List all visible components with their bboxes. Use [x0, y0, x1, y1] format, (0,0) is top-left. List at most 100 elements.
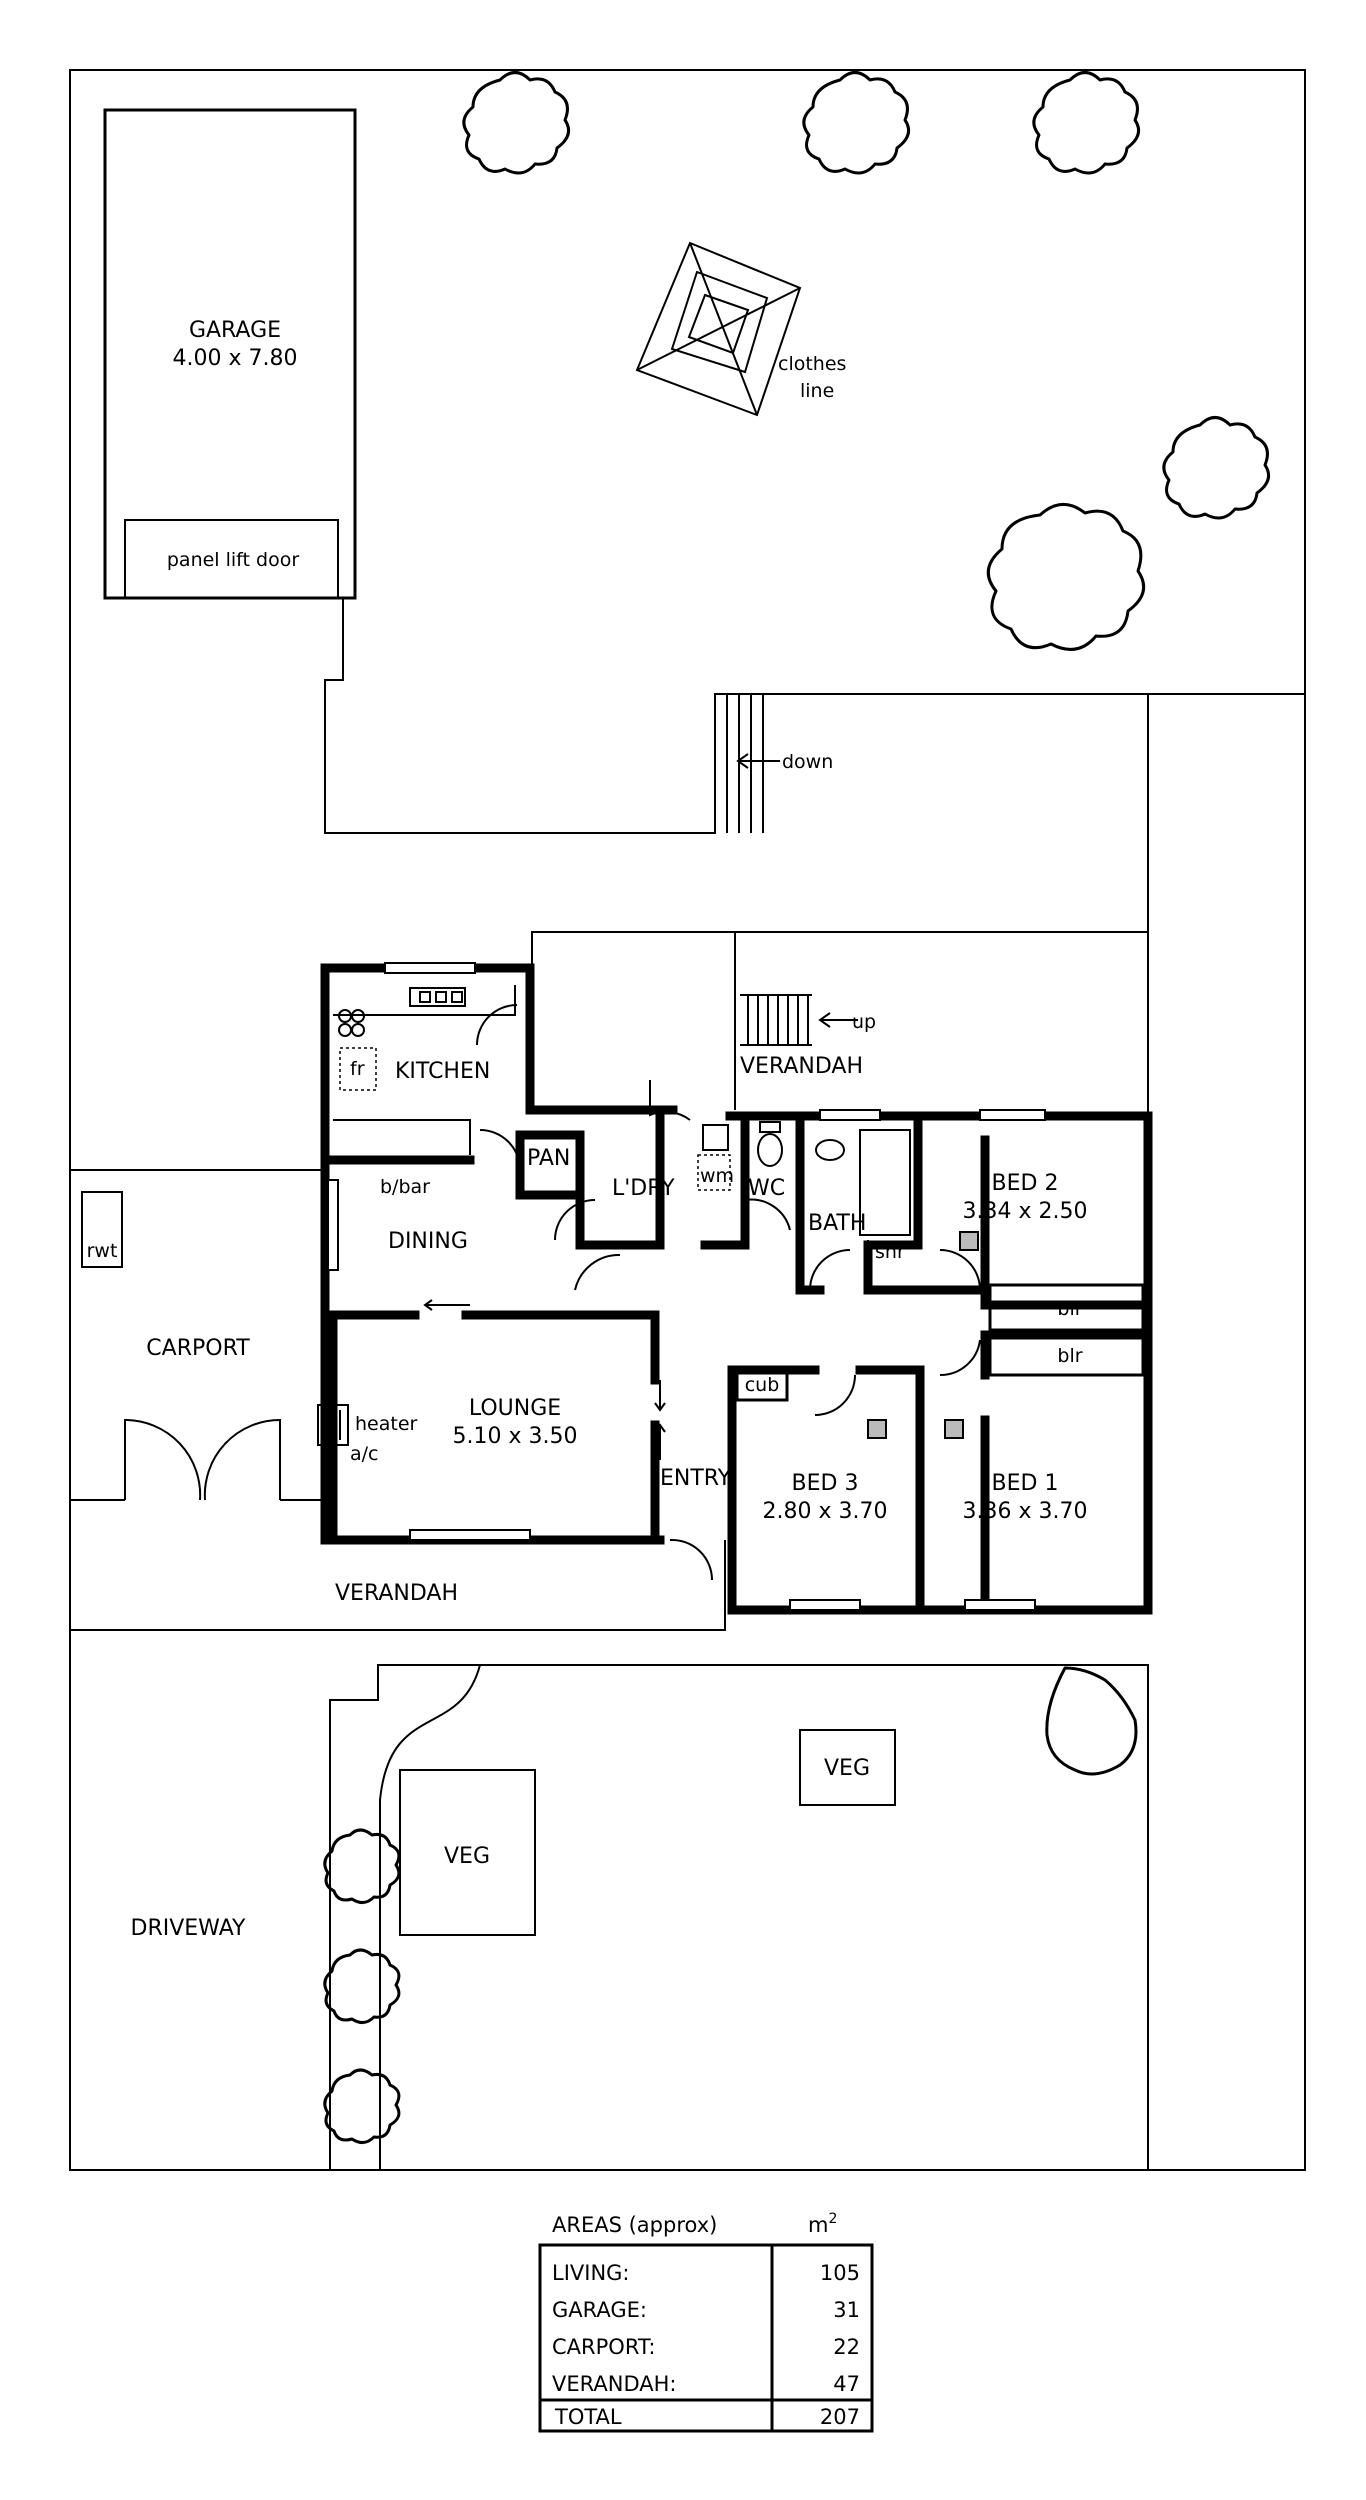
- wm-label: wm: [700, 1165, 734, 1187]
- door-swing-bed1: [939, 1339, 981, 1377]
- blr-label-2: blr: [1057, 1345, 1082, 1367]
- shr-label: shr: [875, 1241, 905, 1263]
- door-swing-entry: [669, 1538, 714, 1581]
- tree-icon: [462, 71, 571, 175]
- bed1-size: 3.36 x 3.70: [963, 1499, 1088, 1524]
- bed1-label: BED 1: [992, 1471, 1059, 1496]
- door-swing-pan: [479, 1129, 521, 1171]
- door-swing-bed3: [814, 1374, 856, 1416]
- areas-row-label: VERANDAH:: [552, 2372, 676, 2396]
- kitchen-fittings: [333, 985, 516, 1155]
- tree-icon: [323, 1828, 401, 1904]
- blr-label-1: blr: [1057, 1298, 1082, 1320]
- driveway-label: DRIVEWAY: [131, 1916, 247, 1941]
- carport-label: CARPORT: [146, 1336, 250, 1361]
- site-boundary: [69, 69, 1306, 2171]
- garage: GARAGE 4.00 x 7.80 panel lift door: [103, 108, 357, 600]
- veg-bed-1: [399, 1769, 536, 1936]
- clothes-line-label-2: line: [800, 380, 834, 402]
- bath-label: BATH: [808, 1211, 866, 1236]
- bed2-size: 3.34 x 2.50: [963, 1199, 1088, 1224]
- heater-label: heater: [355, 1413, 418, 1435]
- tree-icon: [323, 2068, 401, 2144]
- clothes-line-label-1: clothes: [778, 353, 846, 375]
- areas-row-value: 31: [833, 2298, 860, 2322]
- laundry-tub: [702, 1124, 729, 1151]
- up-label: up: [852, 1011, 876, 1033]
- door-swing-ldry2: [554, 1199, 596, 1241]
- areas-row-value: 47: [833, 2372, 860, 2396]
- heater-bed2: [959, 1231, 979, 1251]
- veg-bed-2: [799, 1729, 896, 1806]
- panel-lift-door-label: panel lift door: [167, 549, 299, 571]
- areas-total-label: TOTAL: [554, 2405, 622, 2429]
- cub-cupboard: [735, 1368, 789, 1402]
- front-path-curve: [379, 1664, 481, 2170]
- washing-machine: [697, 1154, 731, 1191]
- areas-row-label: CARPORT:: [552, 2335, 655, 2359]
- areas-row-value: 22: [833, 2335, 860, 2359]
- ac-label: a/c: [350, 1443, 379, 1465]
- garage-size: 4.00 x 7.80: [173, 346, 298, 371]
- areas-row-value: 105: [820, 2261, 860, 2285]
- heater-unit: [317, 1404, 349, 1446]
- windows: [327, 962, 1046, 1611]
- garage-label: GARAGE: [189, 318, 281, 343]
- areas-table: AREAS (approx) m2 LIVING: 105 GARAGE: 31…: [538, 2211, 874, 2433]
- veg-label-1: VEG: [444, 1844, 490, 1869]
- heater-bed1: [944, 1419, 964, 1439]
- tree-icons: [323, 71, 1271, 2144]
- rwt-tank: [81, 1191, 123, 1268]
- cub-label: cub: [745, 1374, 780, 1396]
- rwt-label: rwt: [87, 1240, 118, 1262]
- tree-icon: [323, 1948, 401, 2024]
- sliding-door-arrow: [423, 1299, 470, 1311]
- door-swing-ldry: [649, 1080, 691, 1121]
- basin: [815, 1139, 845, 1161]
- tree-icon: [986, 503, 1146, 651]
- entry-label: ENTRY: [660, 1466, 732, 1491]
- areas-unit-base: m: [808, 2213, 828, 2237]
- dining-label: DINING: [388, 1229, 468, 1254]
- tree-icon: [802, 71, 911, 175]
- areas-title: AREAS (approx): [552, 2213, 717, 2237]
- lounge-label: LOUNGE: [469, 1396, 561, 1421]
- carport-outline: [70, 1169, 726, 1631]
- steps-down: down: [714, 694, 833, 833]
- clothes-line: clothes line: [635, 241, 846, 417]
- door-swing-bath: [809, 1249, 851, 1291]
- heater-bed3: [867, 1419, 887, 1439]
- door-swing-wc: [744, 1198, 791, 1231]
- areas-unit-sup: 2: [828, 2211, 837, 2227]
- kitchen-label: KITCHEN: [395, 1059, 490, 1084]
- front-verandah-label: VERANDAH: [335, 1581, 458, 1606]
- steps-up: up: [740, 994, 876, 1046]
- lounge-size: 5.10 x 3.50: [453, 1424, 578, 1449]
- bbar-label: b/bar: [380, 1176, 430, 1198]
- bed3-label: BED 3: [792, 1471, 859, 1496]
- front-garden-outline: [329, 1664, 1149, 2170]
- fridge-label: fr: [350, 1058, 365, 1080]
- kitchen-door-swing: [476, 1004, 518, 1046]
- areas-total-value: 207: [820, 2405, 860, 2429]
- door-swing-bed2: [939, 1249, 981, 1291]
- down-label: down: [782, 751, 833, 773]
- blr-cupboard-2: [988, 1328, 1145, 1377]
- bed3-size: 2.80 x 3.70: [763, 1499, 888, 1524]
- ldry-label: L'DRY: [612, 1176, 675, 1201]
- bathtub: [859, 1129, 911, 1236]
- sliding-door-arrow-2: [654, 1380, 666, 1460]
- veg-label-2: VEG: [824, 1756, 870, 1781]
- door-swing-hall: [574, 1253, 621, 1291]
- rear-paving-outline: [324, 598, 1305, 1240]
- areas-row-label: GARAGE:: [552, 2298, 647, 2322]
- toilet-cistern: [759, 1121, 781, 1133]
- tree-icon: [1032, 71, 1141, 175]
- tree-icon: [1162, 416, 1271, 520]
- wc-label: WC: [748, 1176, 785, 1201]
- areas-unit: m2: [808, 2211, 837, 2237]
- bed2-label: BED 2: [992, 1171, 1059, 1196]
- pan-label: PAN: [527, 1146, 570, 1171]
- toilet: [757, 1133, 783, 1167]
